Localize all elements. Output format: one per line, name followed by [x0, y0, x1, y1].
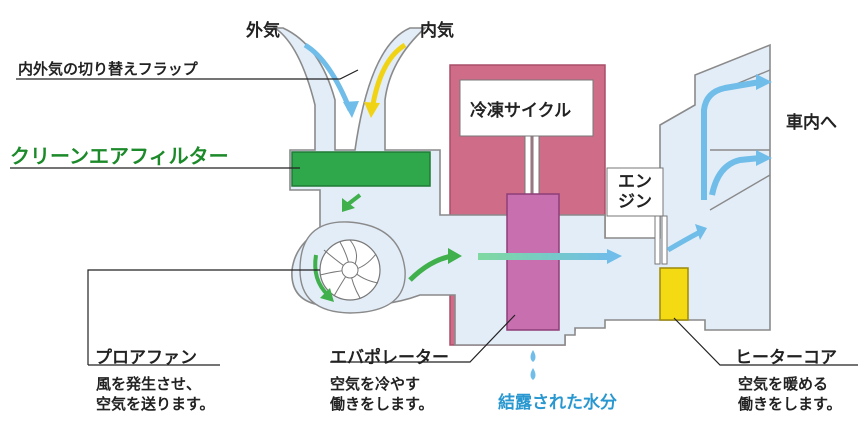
heater-core	[659, 267, 689, 321]
leader-lines	[10, 69, 858, 366]
evaporator-label: エバポレーター	[330, 348, 449, 368]
filter-label: クリーンエアフィルター	[10, 144, 229, 168]
fan-icon	[319, 239, 381, 301]
airflow-arrow-icon	[303, 42, 772, 302]
engine-label: エン ジン	[618, 172, 652, 212]
blower-fan-description: 風を発生させ、 空気を送ります。	[96, 375, 215, 413]
condensed-water-label: 結露された水分	[498, 393, 617, 413]
to-cabin-label: 車内へ	[786, 113, 837, 133]
outside-air-label: 外気	[246, 21, 280, 41]
water-drop-icon	[530, 350, 536, 380]
refrigeration-cycle-label: 冷凍サイクル	[470, 101, 572, 121]
heater-core-label: ヒーターコア	[735, 348, 837, 368]
air-filter	[291, 151, 431, 187]
inside-air-label: 内気	[420, 21, 454, 41]
blower-fan-label: プロアファン	[95, 348, 197, 368]
engine-box	[606, 167, 668, 265]
evaporator-description: 空気を冷やす 働きをします。	[330, 375, 434, 413]
flap-label: 内外気の切り替えフラップ	[18, 60, 198, 78]
heater-core-description: 空気を暖める 働きをします。	[738, 375, 842, 413]
evaporator-core	[506, 193, 560, 331]
